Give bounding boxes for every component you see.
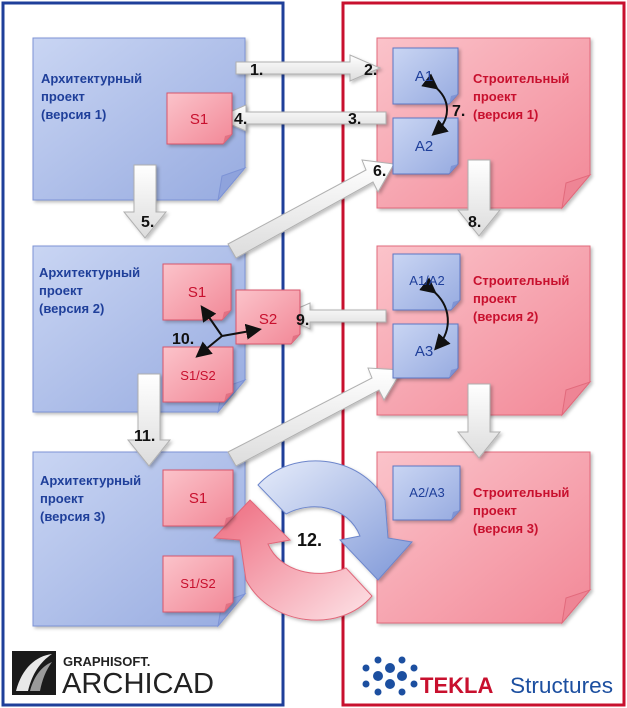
step-6: 6. [373,163,386,180]
arch-v3-line1: Архитектурный [40,473,141,488]
struct-v2-line3: (версия 2) [473,309,538,324]
label-a2a3: A2/A3 [409,485,444,500]
struct-v1-line3: (версия 1) [473,107,538,122]
label-s1-v3: S1 [189,490,207,507]
arrow-to-a3 [227,367,403,467]
label-s1-v1: S1 [190,111,208,128]
arch-v3-line3: (версия 3) [40,509,105,524]
merge-arrow-10a [195,335,223,358]
step-12: 12. [297,530,322,550]
archicad-brand: GRAPHISOFT. [63,654,150,669]
step-7: 7. [452,103,465,120]
label-a2: A2 [415,138,433,155]
label-a1: A1 [415,68,433,85]
step-11: 11. [134,428,155,445]
step-8: 8. [468,214,481,231]
arrow-step-5 [122,164,168,239]
arch-v1-line2: проект [41,89,85,104]
step-1: 1. [250,62,263,79]
doc-s1s2-v2 [162,346,234,403]
merge-arrow-7 [421,73,449,136]
struct-v3-line2: проект [473,503,517,518]
cycle-arrow-blue [257,460,413,581]
merge-arrow-a3 [419,277,451,351]
doc-s1s2-v3 [162,555,234,613]
cycle-arrow-red [212,499,373,621]
arch-v1-line1: Архитектурный [41,71,142,86]
doc-a2a3 [392,465,461,521]
step-2: 2. [364,62,377,79]
archicad-logo: GRAPHISOFT. ARCHICAD [12,651,214,700]
label-s2-v2: S2 [259,311,277,328]
arrow-step-6 [227,159,395,259]
doc-s1-v1 [166,92,233,145]
arrow-step-11 [126,373,172,467]
struct-v1-line1: Строительный [473,71,569,86]
arch-v2-line2: проект [39,283,83,298]
struct-v2-line2: проект [473,291,517,306]
arch-doc-v1 [32,37,247,202]
step-3: 3. [348,111,361,128]
arch-v3-line2: проект [40,491,84,506]
arch-v2-line3: (версия 2) [39,301,104,316]
step-5: 5. [141,214,154,231]
label-s1s2-v3: S1/S2 [180,576,215,591]
label-a3: A3 [415,343,433,360]
label-s1s2-v2: S1/S2 [180,368,215,383]
merge-arrow-10b [200,305,223,337]
tekla-brand: TEKLA [420,673,493,698]
tekla-product: Structures [510,673,613,698]
label-s1-v2: S1 [188,284,206,301]
struct-v3-line1: Строительный [473,485,569,500]
arrow-step-1-2 [235,54,382,82]
arrow-v2-to-v3-struct [456,383,502,459]
step-9: 9. [296,312,309,329]
arrow-step-8 [456,159,502,237]
arch-v2-line1: Архитектурный [39,265,140,280]
struct-v1-line2: проект [473,89,517,104]
archicad-product: ARCHICAD [62,668,214,700]
arch-v1-line3: (версия 1) [41,107,106,122]
merge-arrow-10c [221,323,262,340]
tekla-logo: TEKLA Structures [362,656,613,698]
doc-s1-v3 [162,469,234,527]
struct-v2-line1: Строительный [473,273,569,288]
tekla-logo-icon [362,656,418,696]
struct-v3-line3: (версия 3) [473,521,538,536]
step-10: 10. [172,331,194,348]
step-4: 4. [234,111,247,128]
label-a1a2: A1/A2 [409,273,444,288]
